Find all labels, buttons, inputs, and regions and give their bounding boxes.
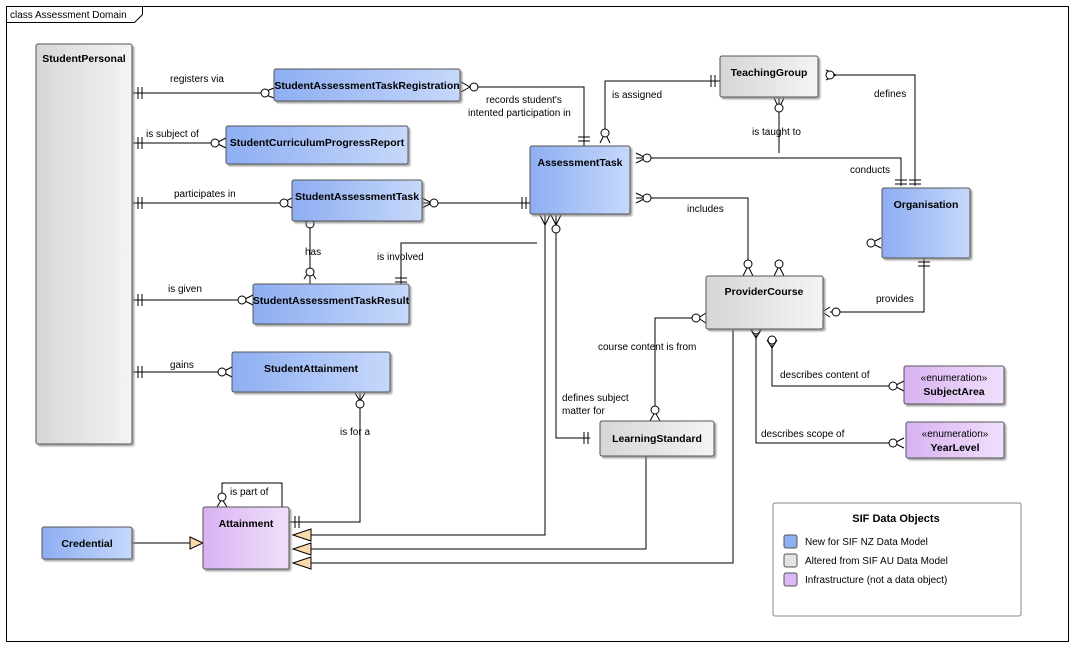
label-gains: gains	[170, 360, 194, 371]
label-is-assigned: is assigned	[612, 90, 662, 101]
entity-teaching-group[interactable]: TeachingGroup	[719, 55, 819, 98]
label-provides: provides	[876, 294, 914, 305]
end-markers	[137, 69, 930, 570]
connector-conducts	[636, 157, 902, 186]
connector-defines	[826, 74, 916, 186]
label-course-content: course content is from	[598, 342, 696, 353]
entity-year-level[interactable]: «enumeration» YearLevel	[905, 421, 1005, 459]
diagram-frame	[6, 6, 1069, 642]
connector-is-part-of	[221, 482, 283, 507]
relationship-labels: registers via records student's intented…	[146, 74, 914, 498]
legend: SIF Data Objects New for SIF NZ Data Mod…	[772, 502, 1022, 617]
connector-describes-content	[771, 340, 893, 387]
entity-organisation-label: Organisation	[894, 199, 959, 211]
label-records-line1: records student's	[486, 95, 562, 106]
label-is-subject-of: is subject of	[146, 129, 199, 140]
connector-generalization-3	[311, 330, 734, 564]
label-is-involved: is involved	[377, 252, 424, 263]
legend-title: SIF Data Objects	[852, 513, 939, 525]
entity-provider-course[interactable]: ProviderCourse	[705, 275, 824, 330]
connector-generalization-1	[311, 215, 546, 536]
label-defines-subject-line2: matter for	[562, 406, 605, 417]
connector-records	[470, 86, 585, 146]
subject-area-stereotype: «enumeration»	[921, 373, 988, 384]
entity-learning-standard[interactable]: LearningStandard	[599, 420, 715, 457]
frame-tab	[6, 6, 143, 23]
year-level-name: YearLevel	[930, 442, 979, 454]
connector-is-involved	[400, 242, 537, 284]
legend-item-new: New for SIF NZ Data Model	[783, 534, 928, 549]
entity-studentpersonal[interactable]: StudentPersonal	[35, 43, 133, 445]
entity-teaching-group-label: TeachingGroup	[731, 67, 808, 79]
entity-attainment[interactable]: Attainment	[202, 506, 290, 570]
label-is-part-of: is part of	[230, 487, 269, 498]
entity-student-attainment-label: StudentAttainment	[264, 363, 358, 375]
entity-credential[interactable]: Credential	[41, 526, 133, 560]
frame-title: class Assessment Domain	[10, 10, 127, 21]
connector-generalization-2	[311, 456, 647, 550]
entity-attainment-label: Attainment	[219, 518, 274, 530]
legend-item-infra: Infrastructure (not a data object)	[783, 572, 947, 587]
legend-item-new-label: New for SIF NZ Data Model	[805, 537, 928, 548]
connector-includes	[636, 197, 749, 268]
entity-studentpersonal-label: StudentPersonal	[42, 53, 126, 65]
label-registers-via: registers via	[170, 74, 224, 85]
label-is-for-a: is for a	[340, 427, 370, 438]
entity-student-attainment[interactable]: StudentAttainment	[231, 351, 391, 393]
label-defines-subject-line1: defines subject	[562, 393, 629, 404]
connector-defines-subject	[555, 215, 590, 439]
legend-item-infra-label: Infrastructure (not a data object)	[805, 575, 947, 586]
connector-course-content	[654, 317, 700, 408]
entity-sat-result-label: StudentAssessmentTaskResult	[253, 295, 410, 307]
entity-progress-report-label: StudentCurriculumProgressReport	[230, 137, 405, 149]
legend-item-altered: Altered from SIF AU Data Model	[783, 553, 948, 568]
year-level-stereotype: «enumeration»	[922, 429, 989, 440]
entity-student-assessment-task[interactable]: StudentAssessmentTask	[291, 179, 423, 222]
label-is-given: is given	[168, 284, 202, 295]
entity-assessment-task[interactable]: AssessmentTask	[529, 145, 631, 215]
label-describes-scope: describes scope of	[761, 429, 845, 440]
connectors	[132, 74, 925, 564]
entity-provider-course-label: ProviderCourse	[725, 286, 804, 298]
label-records-line2: intented participation in	[468, 108, 571, 119]
legend-item-altered-label: Altered from SIF AU Data Model	[805, 556, 948, 567]
entity-student-assessment-task-label: StudentAssessmentTask	[295, 191, 419, 203]
entity-registration-label: StudentAssessmentTaskRegistration	[274, 80, 459, 92]
label-has: has	[305, 247, 321, 258]
label-describes-content: describes content of	[780, 370, 870, 381]
entity-sat-result[interactable]: StudentAssessmentTaskResult	[252, 283, 410, 325]
label-participates-in: participates in	[174, 189, 236, 200]
entity-learning-standard-label: LearningStandard	[612, 433, 702, 445]
entity-assessment-task-label: AssessmentTask	[537, 157, 622, 169]
connector-is-assigned	[604, 80, 720, 135]
connector-is-for-a	[289, 393, 361, 523]
connector-describes-scope	[755, 330, 893, 444]
label-includes: includes	[687, 204, 724, 215]
entity-credential-label: Credential	[61, 538, 112, 550]
label-conducts: conducts	[850, 165, 890, 176]
connector-provides	[830, 258, 925, 313]
label-defines: defines	[874, 89, 906, 100]
entity-subject-area[interactable]: «enumeration» SubjectArea	[903, 365, 1005, 405]
entity-registration[interactable]: StudentAssessmentTaskRegistration	[273, 68, 461, 102]
entity-progress-report[interactable]: StudentCurriculumProgressReport	[225, 125, 409, 165]
subject-area-name: SubjectArea	[923, 386, 984, 398]
entity-organisation[interactable]: Organisation	[881, 187, 971, 259]
label-is-taught-to: is taught to	[752, 127, 801, 138]
